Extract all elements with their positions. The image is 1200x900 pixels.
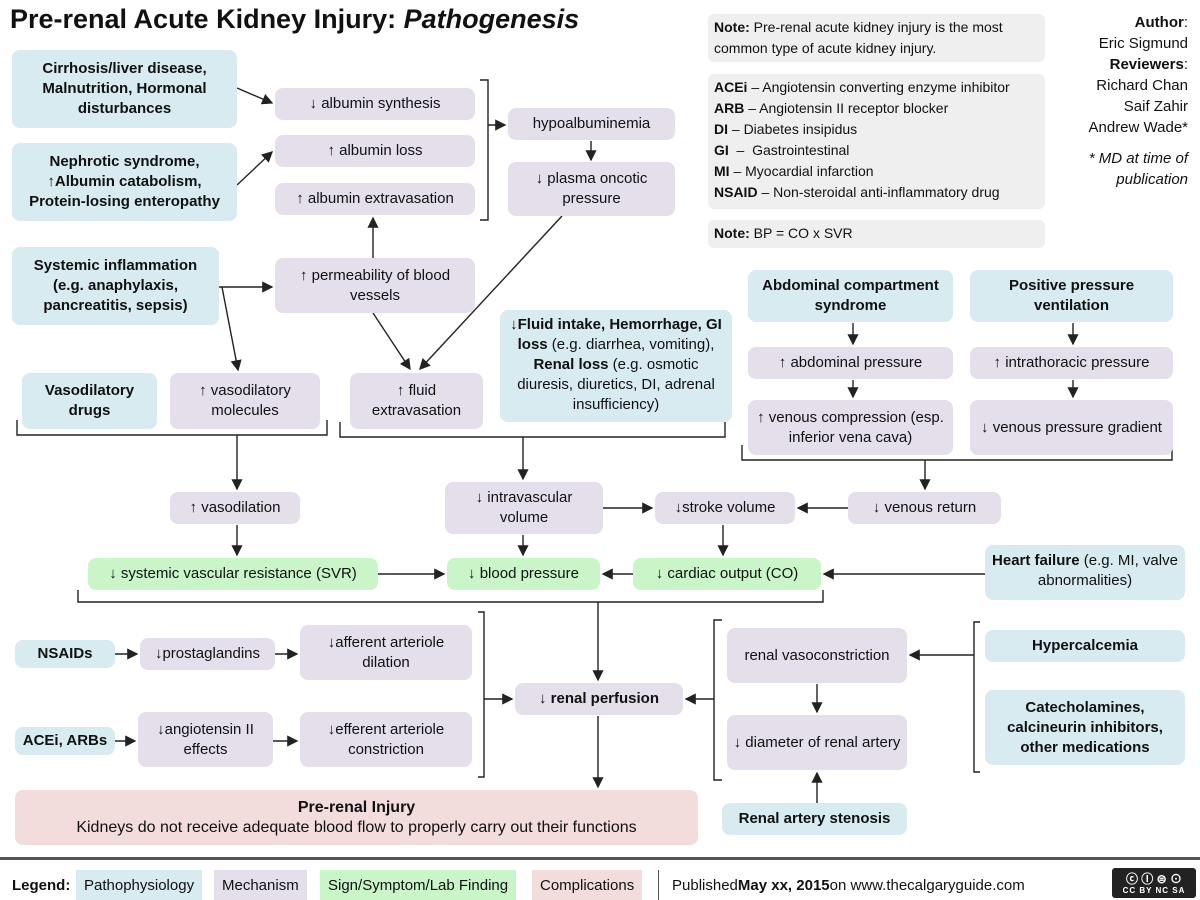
node-albumin-synthesis: ↓ albumin synthesis (275, 88, 475, 120)
node-cirrhosis: Cirrhosis/liver disease, Malnutrition, H… (12, 50, 237, 128)
node-blood-pressure: ↓ blood pressure (447, 558, 600, 590)
reviewer-name: Andrew Wade* (1088, 119, 1189, 136)
credits: Author: Eric Sigmund Reviewers: Richard … (1078, 12, 1189, 190)
note-text: BP = CO x SVR (749, 225, 853, 241)
legend-divider (658, 870, 659, 900)
cc-symbols-icon: ⓒ Ⓘ ⊜ ⊙ (1125, 871, 1183, 886)
reviewer-name: Saif Zahir (1123, 98, 1188, 115)
legend: Legend: Pathophysiology Mechanism Sign/S… (0, 857, 1200, 900)
node-positive-pressure: Positive pressure ventilation (970, 270, 1173, 322)
published-info: Published May xx, 2015 on www.thecalgary… (672, 876, 1025, 894)
node-hypercalcemia: Hypercalcemia (985, 630, 1185, 662)
license-text: cc by nc sa (1122, 885, 1186, 895)
node-hypoalbuminemia: hypoalbuminemia (508, 108, 675, 140)
node-vasodilation: ↑ vasodilation (170, 492, 300, 524)
title-text: Pre-renal Acute Kidney Injury: (10, 4, 404, 34)
author-label: Author (1134, 14, 1184, 31)
node-svr: ↓ systemic vascular resistance (SVR) (88, 558, 378, 590)
reviewer-name: Richard Chan (1096, 77, 1188, 94)
node-renal-artery-diameter: ↓ diameter of renal artery (727, 715, 907, 770)
node-renal-vasoconstriction: renal vasoconstriction (727, 628, 907, 683)
fluid-loss-seg: (e.g. diarrhea, vomiting), (547, 336, 715, 353)
abbr-item: DI – Diabetes insipidus (714, 121, 858, 137)
creative-commons-license-icon: ⓒ Ⓘ ⊜ ⊙ cc by nc sa (1112, 868, 1196, 898)
injury-text: Kidneys do not receive adequate blood fl… (76, 818, 637, 836)
node-nephrotic: Nephrotic syndrome, ↑Albumin catabolism,… (12, 143, 237, 221)
node-renal-artery-stenosis: Renal artery stenosis (722, 803, 907, 835)
node-permeability: ↑ permeability of blood vessels (275, 258, 475, 313)
node-fluid-extravasation: ↑ fluid extravasation (350, 373, 483, 429)
node-venous-return: ↓ venous return (848, 492, 1001, 524)
node-albumin-extravasation: ↑ albumin extravasation (275, 183, 475, 215)
legend-label: Legend: (12, 876, 71, 894)
heart-failure-text: (e.g. MI, valve abnormalities) (1037, 552, 1178, 589)
note-label: Note: (714, 225, 750, 241)
abbreviations-list: ACEi – Angiotensin converting enzyme inh… (708, 74, 1045, 209)
node-efferent: ↓efferent arteriole constriction (300, 712, 472, 767)
node-intravascular-volume: ↓ intravascular volume (445, 482, 603, 534)
node-venous-compression: ↑ venous compression (esp. inferior vena… (748, 400, 953, 455)
abbr-item: NSAID – Non-steroidal anti-inflammatory … (714, 184, 1000, 200)
abbr-item: GI – Gastrointestinal (714, 142, 850, 158)
node-abdominal-pressure: ↑ abdominal pressure (748, 347, 953, 379)
legend-sign-symptom: Sign/Symptom/Lab Finding (320, 870, 517, 900)
note-bp-formula: Note: BP = CO x SVR (708, 220, 1045, 248)
node-catecholamines: Catecholamines, calcineurin inhibitors, … (985, 690, 1185, 765)
abbr-item: ARB – Angiotensin II receptor blocker (714, 100, 949, 116)
footnote: * MD at time of publication (1088, 150, 1188, 188)
legend-mechanism: Mechanism (214, 870, 307, 900)
node-vasodilatory-molecules: ↑ vasodilatory molecules (170, 373, 320, 429)
node-renal-perfusion: ↓ renal perfusion (515, 683, 683, 715)
node-abdominal-compartment: Abdominal compartment syndrome (748, 270, 953, 322)
node-heart-failure: Heart failure (e.g. MI, valve abnormalit… (985, 545, 1185, 600)
node-albumin-loss: ↑ albumin loss (275, 135, 475, 167)
node-intrathoracic-pressure: ↑ intrathoracic pressure (970, 347, 1173, 379)
page-title: Pre-renal Acute Kidney Injury: Pathogene… (10, 4, 579, 35)
note-common-type: Note: Pre-renal acute kidney injury is t… (708, 14, 1045, 62)
reviewers-label: Reviewers (1109, 56, 1184, 73)
fluid-loss-seg: (e.g. osmotic diuresis, diuretics, DI, a… (517, 356, 715, 413)
node-oncotic-pressure: ↓ plasma oncotic pressure (508, 162, 675, 216)
node-angiotensin: ↓angiotensin II effects (138, 712, 273, 767)
node-fluid-loss: ↓Fluid intake, Hemorrhage, GI loss (e.g.… (500, 310, 732, 422)
injury-title: Pre-renal Injury (297, 798, 416, 816)
node-afferent: ↓afferent arteriole dilation (300, 625, 472, 680)
abbr-item: MI – Myocardial infarction (714, 163, 874, 179)
node-vasodilatory-drugs: Vasodilatory drugs (22, 373, 157, 429)
author-name: Eric Sigmund (1098, 35, 1188, 52)
fluid-loss-seg: ↓Fluid intake, Hemorrhage, GI loss (510, 316, 722, 353)
node-venous-gradient: ↓ venous pressure gradient (970, 400, 1173, 455)
abbr-item: ACEi – Angiotensin converting enzyme inh… (714, 79, 1010, 95)
fluid-loss-seg: Renal loss (533, 356, 609, 373)
note-label: Note: (714, 19, 750, 35)
title-italic: Pathogenesis (403, 4, 580, 34)
node-stroke-volume: ↓stroke volume (655, 492, 795, 524)
node-acei-arbs: ACEi, ARBs (15, 727, 115, 755)
node-cardiac-output: ↓ cardiac output (CO) (633, 558, 821, 590)
legend-complications: Complications (532, 870, 643, 900)
node-prostaglandins: ↓prostaglandins (140, 638, 275, 670)
note-text: Pre-renal acute kidney injury is the mos… (714, 19, 1003, 56)
heart-failure-bold: Heart failure (992, 552, 1080, 569)
legend-pathophysiology: Pathophysiology (76, 870, 203, 900)
node-systemic-inflammation: Systemic inflammation (e.g. anaphylaxis,… (12, 247, 219, 325)
node-nsaids: NSAIDs (15, 640, 115, 668)
